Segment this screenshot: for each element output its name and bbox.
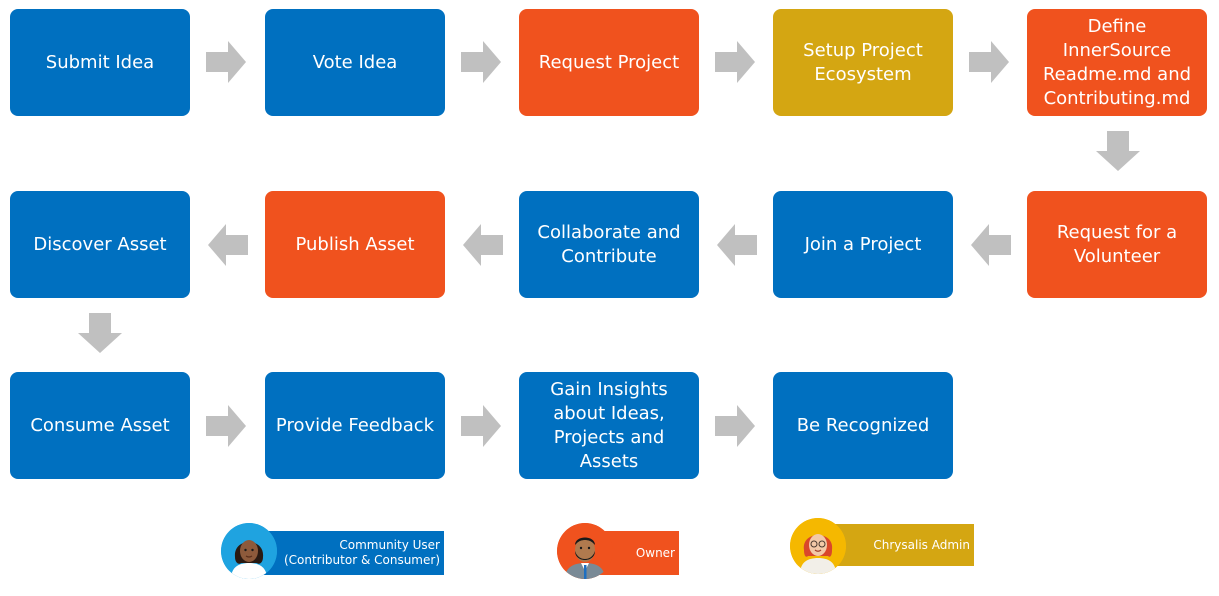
step-submit-idea: Submit Idea: [10, 9, 190, 116]
step-be-recognized: Be Recognized: [773, 372, 953, 479]
step-label: Join a Project: [804, 233, 922, 255]
step-collaborate: Collaborate and Contribute: [519, 191, 699, 298]
step-label: Gain Insights about Ideas, Projects and …: [550, 378, 668, 472]
step-label: Be Recognized: [796, 414, 930, 436]
arrow-left-icon: [463, 224, 503, 266]
legend-admin-label: Chrysalis Admin: [873, 537, 970, 552]
owner-avatar-icon: [557, 523, 613, 579]
step-gain-insights: Gain Insights about Ideas, Projects and …: [519, 372, 699, 479]
arrow-left-icon: [717, 224, 757, 266]
step-label: Request for a Volunteer: [1056, 221, 1178, 267]
step-request-project: Request Project: [519, 9, 699, 116]
arrow-right-icon: [461, 41, 501, 83]
legend-community-user: Community User (Contributor & Consumer): [247, 531, 444, 575]
step-label: Provide Feedback: [275, 414, 435, 436]
arrow-right-icon: [715, 41, 755, 83]
step-label: Setup Project Ecosystem: [803, 39, 923, 85]
step-label: Consume Asset: [30, 414, 170, 436]
step-join-project: Join a Project: [773, 191, 953, 298]
legend-community-user-sublabel: (Contributor & Consumer): [283, 553, 440, 567]
step-label: Request Project: [538, 51, 680, 73]
arrow-down-icon: [78, 313, 122, 353]
arrow-right-icon: [715, 405, 755, 447]
step-publish-asset: Publish Asset: [265, 191, 445, 298]
step-define-readme: Define InnerSource Readme.md and Contrib…: [1027, 9, 1207, 116]
community-user-avatar-icon: [221, 523, 277, 579]
arrow-right-icon: [461, 405, 501, 447]
arrow-down-icon: [1096, 131, 1140, 171]
step-consume-asset: Consume Asset: [10, 372, 190, 479]
step-label: Publish Asset: [295, 233, 415, 255]
arrow-right-icon: [206, 405, 246, 447]
step-vote-idea: Vote Idea: [265, 9, 445, 116]
step-setup-ecosystem: Setup Project Ecosystem: [773, 9, 953, 116]
arrow-right-icon: [206, 41, 246, 83]
step-label: Discover Asset: [33, 233, 167, 255]
legend-owner-label: Owner: [635, 545, 675, 560]
step-label: Vote Idea: [312, 51, 398, 73]
step-label: Define InnerSource Readme.md and Contrib…: [1042, 15, 1192, 109]
step-provide-feedback: Provide Feedback: [265, 372, 445, 479]
admin-avatar-icon: [790, 518, 846, 574]
arrow-left-icon: [208, 224, 248, 266]
step-discover-asset: Discover Asset: [10, 191, 190, 298]
step-request-volunteer: Request for a Volunteer: [1027, 191, 1207, 298]
arrow-right-icon: [969, 41, 1009, 83]
legend-community-user-label: Community User: [339, 538, 440, 552]
arrow-left-icon: [971, 224, 1011, 266]
step-label: Submit Idea: [45, 51, 155, 73]
step-label: Collaborate and Contribute: [537, 221, 681, 267]
